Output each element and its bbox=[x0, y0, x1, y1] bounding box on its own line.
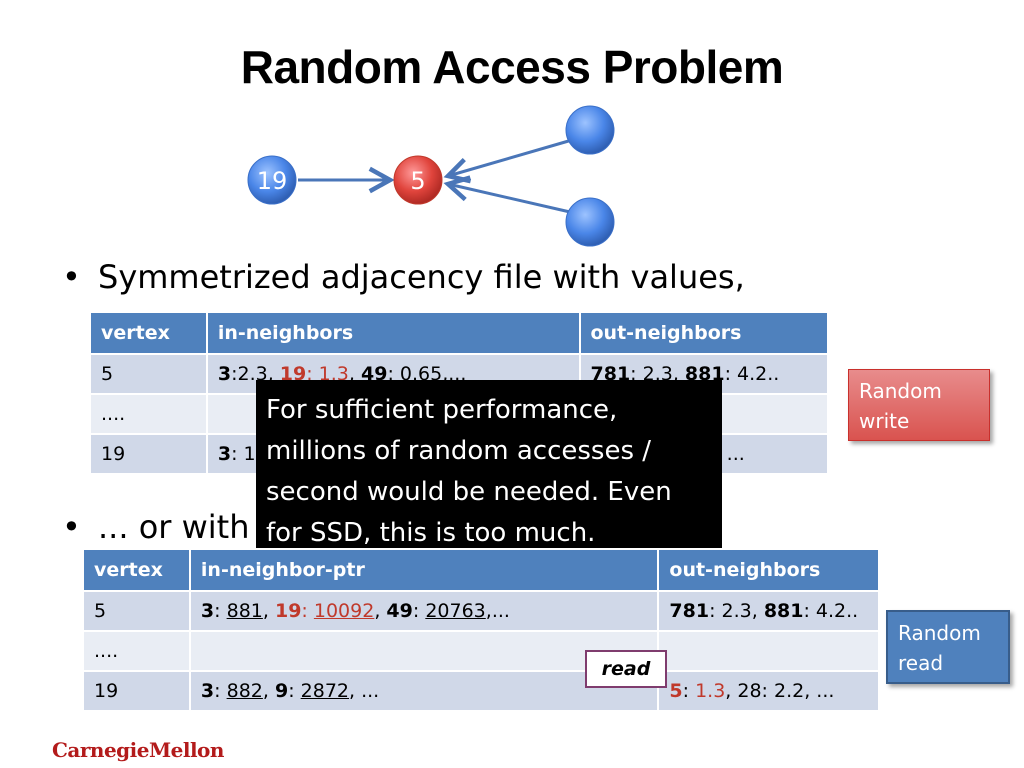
col-out-neighbors: out-neighbors bbox=[657, 548, 880, 592]
vertex-cell: 19 bbox=[89, 433, 208, 475]
vertex-cell: 19 bbox=[82, 670, 191, 712]
table-row: 19 3: 882, 9: 2872, ... 5: 1.3, 28: 2.2,… bbox=[82, 670, 880, 712]
performance-popup: For sufficient performance, millions of … bbox=[256, 380, 722, 558]
col-vertex: vertex bbox=[82, 548, 191, 592]
popup-line: millions of random accesses / bbox=[266, 436, 652, 466]
bullet-text: ... or with bbox=[98, 508, 250, 546]
callout-line: Random bbox=[859, 379, 942, 403]
random-write-callout: Random write bbox=[848, 369, 990, 441]
bullet-symmetrized: • Symmetrized adjacency file with values, bbox=[62, 258, 745, 296]
vertex-cell: 5 bbox=[82, 590, 191, 632]
vertex-cell: 5 bbox=[89, 353, 208, 395]
in-neighbor-ptr-cell: 3: 881, 19: 10092, 49: 20763,... bbox=[188, 590, 660, 632]
popup-line: For sufficient performance, bbox=[266, 395, 618, 425]
col-in-neighbors: in-neighbors bbox=[205, 311, 581, 355]
node-19 bbox=[247, 155, 297, 205]
edge-bottom-to-5 bbox=[448, 184, 571, 214]
node-bottom bbox=[565, 197, 615, 247]
in-neighbor-ptr-cell bbox=[188, 630, 660, 672]
col-out-neighbors: out-neighbors bbox=[578, 311, 829, 355]
col-in-neighbor-ptr: in-neighbor-ptr bbox=[188, 548, 660, 592]
node-19-label: 19 bbox=[257, 167, 288, 195]
node-5 bbox=[393, 155, 443, 205]
callout-line: read bbox=[898, 651, 944, 675]
in-neighbor-ptr-cell: 3: 882, 9: 2872, ... bbox=[188, 670, 660, 712]
table-row: 5 3: 881, 19: 10092, 49: 20763,... 781: … bbox=[82, 590, 880, 632]
callout-line: Random bbox=[898, 621, 981, 645]
edge-top-to-5 bbox=[448, 138, 573, 176]
vertex-cell: .... bbox=[82, 630, 191, 672]
read-label: read bbox=[585, 650, 667, 688]
table-row: .... bbox=[82, 630, 880, 672]
bullet-text: Symmetrized adjacency file with values, bbox=[98, 258, 745, 296]
popup-line: for SSD, this is too much. bbox=[266, 518, 596, 548]
out-neighbors-cell: 781: 2.3, 881: 4.2.. bbox=[657, 590, 880, 632]
out-neighbors-cell bbox=[657, 630, 880, 672]
bullet-or-with: • ... or with bbox=[62, 508, 249, 546]
bullet-dot: • bbox=[62, 258, 81, 296]
node-top bbox=[565, 105, 615, 155]
adjacency-table-pointers: vertex in-neighbor-ptr out-neighbors 5 3… bbox=[82, 548, 880, 712]
col-vertex: vertex bbox=[89, 311, 208, 355]
random-read-callout: Random read bbox=[886, 610, 1010, 684]
callout-line: write bbox=[859, 409, 910, 433]
node-5-label: 5 bbox=[410, 167, 425, 195]
out-neighbors-cell: 5: 1.3, 28: 2.2, ... bbox=[657, 670, 880, 712]
carnegie-mellon-logo: CarnegieMellon bbox=[52, 738, 224, 762]
slide-title: Random Access Problem bbox=[240, 41, 784, 93]
popup-line: second would be needed. Even bbox=[266, 477, 672, 507]
bullet-dot: • bbox=[62, 508, 81, 546]
vertex-cell: .... bbox=[89, 393, 208, 435]
